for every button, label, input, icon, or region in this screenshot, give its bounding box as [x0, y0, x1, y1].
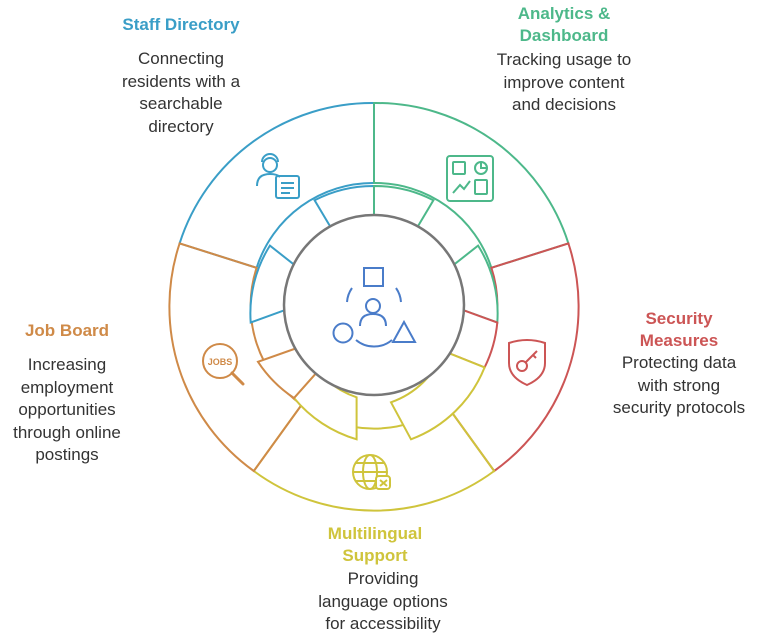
analytics-desc-line: and decisions [512, 95, 616, 114]
analytics-dashboard-icon [446, 155, 494, 202]
security-title-line: Measures [639, 331, 719, 350]
analytics-desc: Tracking usage to improve content and de… [478, 49, 650, 117]
staff-directory-desc-line: residents with a [121, 71, 241, 91]
staff-directory-outer-sector [178, 101, 375, 270]
center-circle [282, 213, 466, 397]
security-title-line: Security [645, 309, 713, 328]
analytics-outer-sector [373, 101, 570, 270]
analytics-title-line: Dashboard [519, 26, 609, 45]
analytics-title-line: Analytics & [517, 4, 611, 23]
security-desc: Protecting data with strong security pro… [590, 352, 757, 420]
analytics-desc-line: Tracking usage to [496, 50, 632, 69]
multilingual-desc-line: Providing [347, 569, 419, 588]
multilingual-desc-line: for accessibility [325, 614, 441, 633]
staff-directory-desc-line: Connecting [137, 49, 224, 68]
job-board-desc-line: postings [35, 445, 99, 464]
security-title: Security Measures [590, 308, 757, 352]
analytics-label: Analytics & Dashboard Tracking usage to … [478, 3, 650, 117]
staff-directory-icon [256, 153, 300, 199]
job-board-desc-line: Increasing [27, 355, 107, 374]
multilingual-label: Multilingual Support Providing language … [285, 523, 465, 636]
multilingual-title-line: Multilingual [327, 524, 423, 543]
multilingual-title: Multilingual Support [285, 523, 465, 567]
globe-language-icon [352, 454, 391, 490]
multilingual-outer-sector [252, 403, 496, 512]
job-board-desc-line: opportunities [18, 400, 116, 419]
multilingual-desc-line: language options [318, 591, 448, 611]
jobs-icon-text: JOBS [208, 357, 233, 367]
job-board-desc-line: employment [20, 377, 114, 397]
security-desc-line: security protocols [612, 398, 746, 417]
staff-directory-desc-line: directory [148, 116, 214, 136]
job-board-desc-line: through online [13, 422, 121, 442]
multilingual-title-line: Support [342, 546, 408, 565]
multilingual-desc: Providing language options for accessibi… [293, 568, 473, 636]
staff-directory-desc-line: searchable [139, 94, 223, 113]
staff-directory-desc: Connecting residents with a searchable d… [95, 48, 267, 138]
jobs-search-icon: JOBS [202, 343, 245, 386]
security-desc-line: Protecting data [621, 353, 737, 372]
security-label: Security Measures Protecting data with s… [590, 308, 757, 420]
analytics-title: Analytics & Dashboard [478, 3, 650, 47]
job-board-label: Job Board Increasing employment opportun… [0, 320, 134, 467]
staff-directory-title: Staff Directory [122, 15, 240, 34]
analytics-desc-line: improve content [503, 72, 625, 92]
security-key-icon [508, 339, 546, 387]
security-desc-line: with strong [637, 375, 721, 395]
job-board-desc: Increasing employment opportunities thro… [0, 354, 134, 467]
job-board-title: Job Board [24, 321, 110, 340]
community-shapes-icon [332, 267, 417, 348]
staff-directory-label: Staff Directory Connecting residents wit… [95, 14, 267, 138]
